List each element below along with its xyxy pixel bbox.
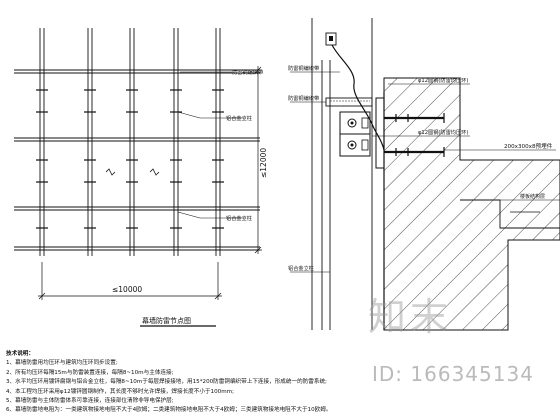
label-column-right: 铝合金立柱 (288, 264, 314, 272)
curtain-wall-elevation (14, 28, 262, 327)
label-floor: 楼板结构层 (520, 193, 545, 200)
note-line: 3、水平均压环用镀锌扁钢与铝合金立柱，每隔8~10m于每层焊接接地，用15*20… (6, 379, 327, 386)
note-line: 6、幕墙防雷地电阻为：一类建筑物接地电阻不大于4欧姆；二类建筑物接地电阻不大于4… (6, 407, 332, 414)
label-column-2: 铝合金立柱 (226, 214, 252, 222)
note-line: 2、所有均压环每隔15m与防雷装置连接，每隔8~10m与主体连接; (6, 369, 174, 376)
view-title: 幕墙防雷节点图 (142, 316, 191, 325)
label-braid-top: 防雷铜编织带 (288, 64, 319, 72)
note-line: 1、幕墙防雷用均压环与建筑均压环同步设置; (6, 360, 118, 367)
notes-title: 技术说明： (6, 351, 34, 357)
height-dimension: ≤12000 (259, 148, 268, 178)
label-embed-plate: 200x300x8预埋件 (504, 142, 553, 150)
note-line: 4、本工程均压环采用φ12镀锌圆钢制作，其长度不够时允许焊接，焊接长度不小于10… (6, 388, 235, 395)
label-column-1: 铝合金立柱 (226, 114, 252, 122)
label-round-bar: φ12圆钢(防雷均压环) (418, 76, 468, 84)
label-braid-mid: 防雷铜编织带 (288, 94, 319, 102)
technical-notes: 技术说明： 1、幕墙防雷用均压环与建筑均压环同步设置; 2、所有均压环每隔15m… (6, 350, 526, 416)
note-line: 5、幕墙防雷与主体防雷体系可靠连接，连接部位清除非导电保护层; (6, 398, 174, 405)
image-id-watermark: ID: 166345134 (372, 362, 534, 386)
watermark-logo: 知末 (368, 295, 453, 339)
label-braid: 防雷铜编织带 (232, 68, 263, 76)
width-dimension: ≤10000 (112, 285, 142, 294)
lightning-section-detail (290, 18, 560, 331)
label-round-bar-2: φ12圆钢(防雷均压环) (418, 128, 468, 136)
